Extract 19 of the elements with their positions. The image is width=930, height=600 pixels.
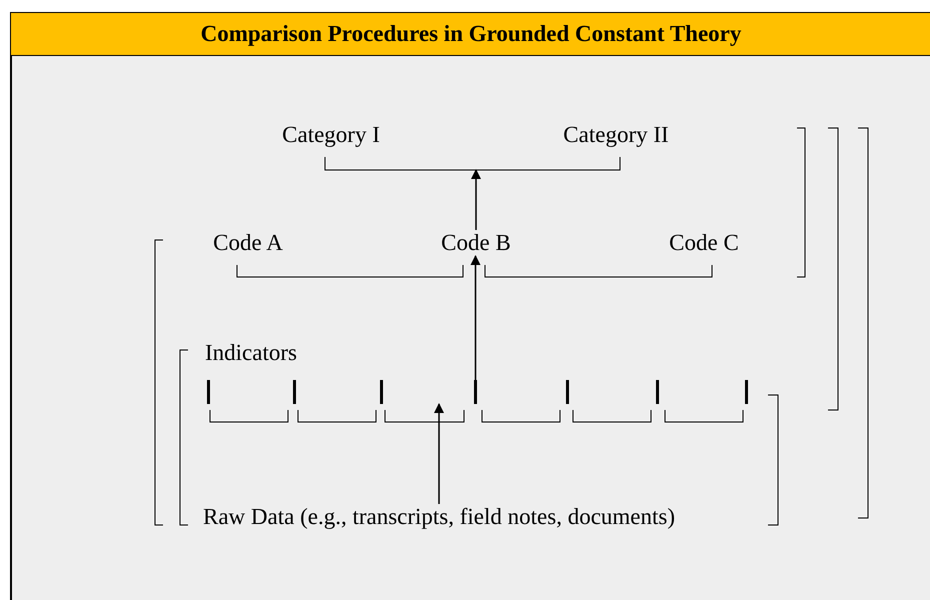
indicator-mark — [293, 380, 296, 404]
node-label: Code A — [213, 230, 283, 256]
indicator-mark — [474, 380, 477, 404]
indicator-mark — [207, 380, 210, 404]
node-label: Code C — [669, 230, 739, 256]
node-label: Category I — [282, 122, 380, 148]
node-label: Indicators — [205, 340, 297, 366]
node-label: Code B — [441, 230, 511, 256]
arrow — [434, 403, 444, 504]
arrow — [471, 169, 481, 230]
indicator-mark — [656, 380, 659, 404]
indicator-mark — [745, 380, 748, 404]
bracket — [324, 156, 620, 170]
indicator-mark — [380, 380, 383, 404]
indicator-mark — [566, 380, 569, 404]
node-label: Raw Data (e.g., transcripts, field notes, documents) — [203, 504, 676, 530]
arrow — [470, 255, 480, 380]
node-label: Category II — [563, 122, 669, 148]
title-bar: Comparison Procedures in Grounded Constant Theory — [11, 13, 930, 56]
